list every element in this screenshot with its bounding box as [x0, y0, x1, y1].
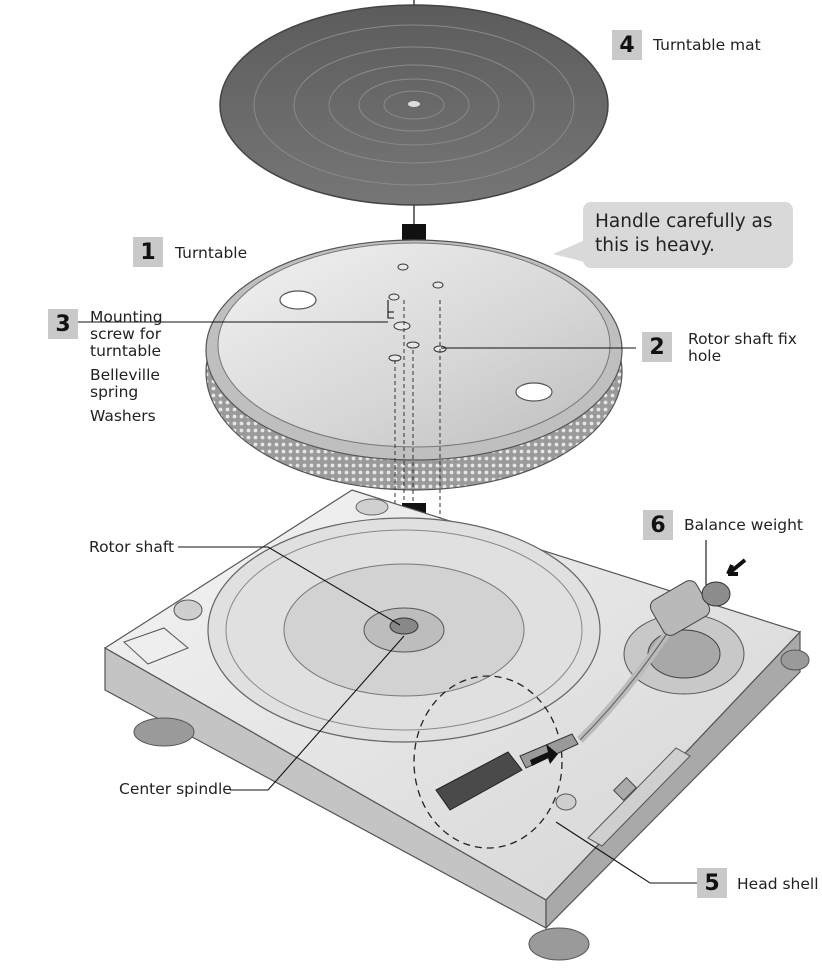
turntable-platter-drawing — [205, 239, 623, 491]
part-number-badge: 3 — [48, 309, 78, 339]
rotor-shaft-fix-hole-label: Rotor shaft fix hole — [688, 331, 797, 365]
rotor-shaft-fix-hole-label-line2: hole — [688, 347, 722, 365]
part-number-badge: 5 — [697, 868, 727, 898]
belleville-spring-label-line1: Belleville — [90, 366, 160, 384]
warning-callout: Handle carefully as this is heavy. — [553, 202, 793, 268]
leader-lines — [77, 300, 707, 884]
center-spindle-label: Center spindle — [119, 780, 232, 798]
mounting-screw-label-line3: turntable — [90, 342, 162, 360]
mounting-screw-label-line2: screw for — [90, 325, 162, 343]
part-number-badge: 2 — [642, 332, 672, 362]
part-number-badge: 1 — [133, 237, 163, 267]
rotor-shaft-fix-hole-label-line1: Rotor shaft fix — [688, 330, 797, 348]
mounting-screw-label-line1: Mounting — [90, 308, 163, 326]
warning-callout-line1: Handle carefully as — [595, 211, 773, 232]
turntable-mat-drawing — [219, 4, 609, 206]
balance-weight-label: Balance weight — [684, 516, 804, 534]
part-number-badge: 6 — [643, 510, 673, 540]
warning-callout-line2: this is heavy. — [595, 235, 715, 256]
arrow-icon — [726, 558, 747, 576]
belleville-spring-label: Belleville spring — [90, 367, 160, 401]
rotor-shaft-label: Rotor shaft — [89, 538, 175, 556]
turntable-label: Turntable — [175, 244, 248, 262]
belleville-spring-label-line2: spring — [90, 383, 139, 401]
head-shell-label: Head shell — [737, 875, 819, 893]
washers-label: Washers — [90, 407, 156, 425]
mounting-screw-label: Mounting screw for turntable — [90, 309, 163, 360]
part-number-badge: 4 — [612, 30, 642, 60]
screw-paths — [394, 300, 441, 610]
head-shell-highlight-circle — [413, 675, 563, 849]
turntable-base-drawing — [103, 489, 810, 961]
arrow-icon — [530, 744, 558, 766]
turntable-mat-label: Turntable mat — [653, 36, 761, 54]
